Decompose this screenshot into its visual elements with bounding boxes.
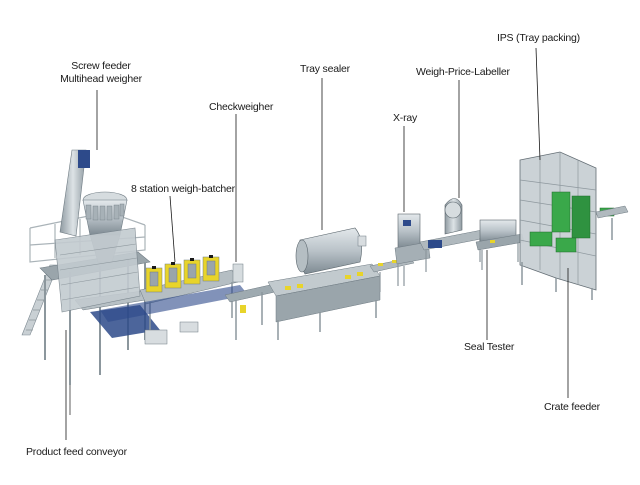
label-screw-feeder-text: Screw feeder: [71, 60, 131, 72]
seal-tester: [475, 219, 525, 270]
label-xray: X-ray: [393, 112, 418, 124]
xray-machine: [394, 213, 431, 286]
label-eight-station-weigh-batcher: 8 station weigh-batcher: [131, 183, 235, 195]
weigh-price-labeller: [419, 198, 487, 272]
tray-sealer: [267, 227, 381, 340]
multihead-weigher: [54, 149, 141, 313]
label-multihead-weigher-text: Multihead weigher: [60, 73, 142, 85]
label-product-feed-conveyor: Product feed conveyor: [26, 446, 127, 458]
leader-lines: [65, 47, 569, 440]
label-screw-feeder: Screw feeder Multihead weigher: [55, 60, 147, 86]
label-ips-tray-packing: IPS (Tray packing): [497, 32, 580, 44]
label-crate-feeder: Crate feeder: [544, 401, 600, 413]
label-tray-sealer: Tray sealer: [300, 63, 350, 75]
ips-tray-packing: [519, 151, 629, 300]
weigh-batcher: [100, 255, 248, 345]
label-seal-tester: Seal Tester: [464, 341, 515, 353]
label-weigh-price-labeller: Weigh-Price-Labeller: [416, 66, 510, 78]
label-checkweigher: Checkweigher: [209, 101, 274, 113]
